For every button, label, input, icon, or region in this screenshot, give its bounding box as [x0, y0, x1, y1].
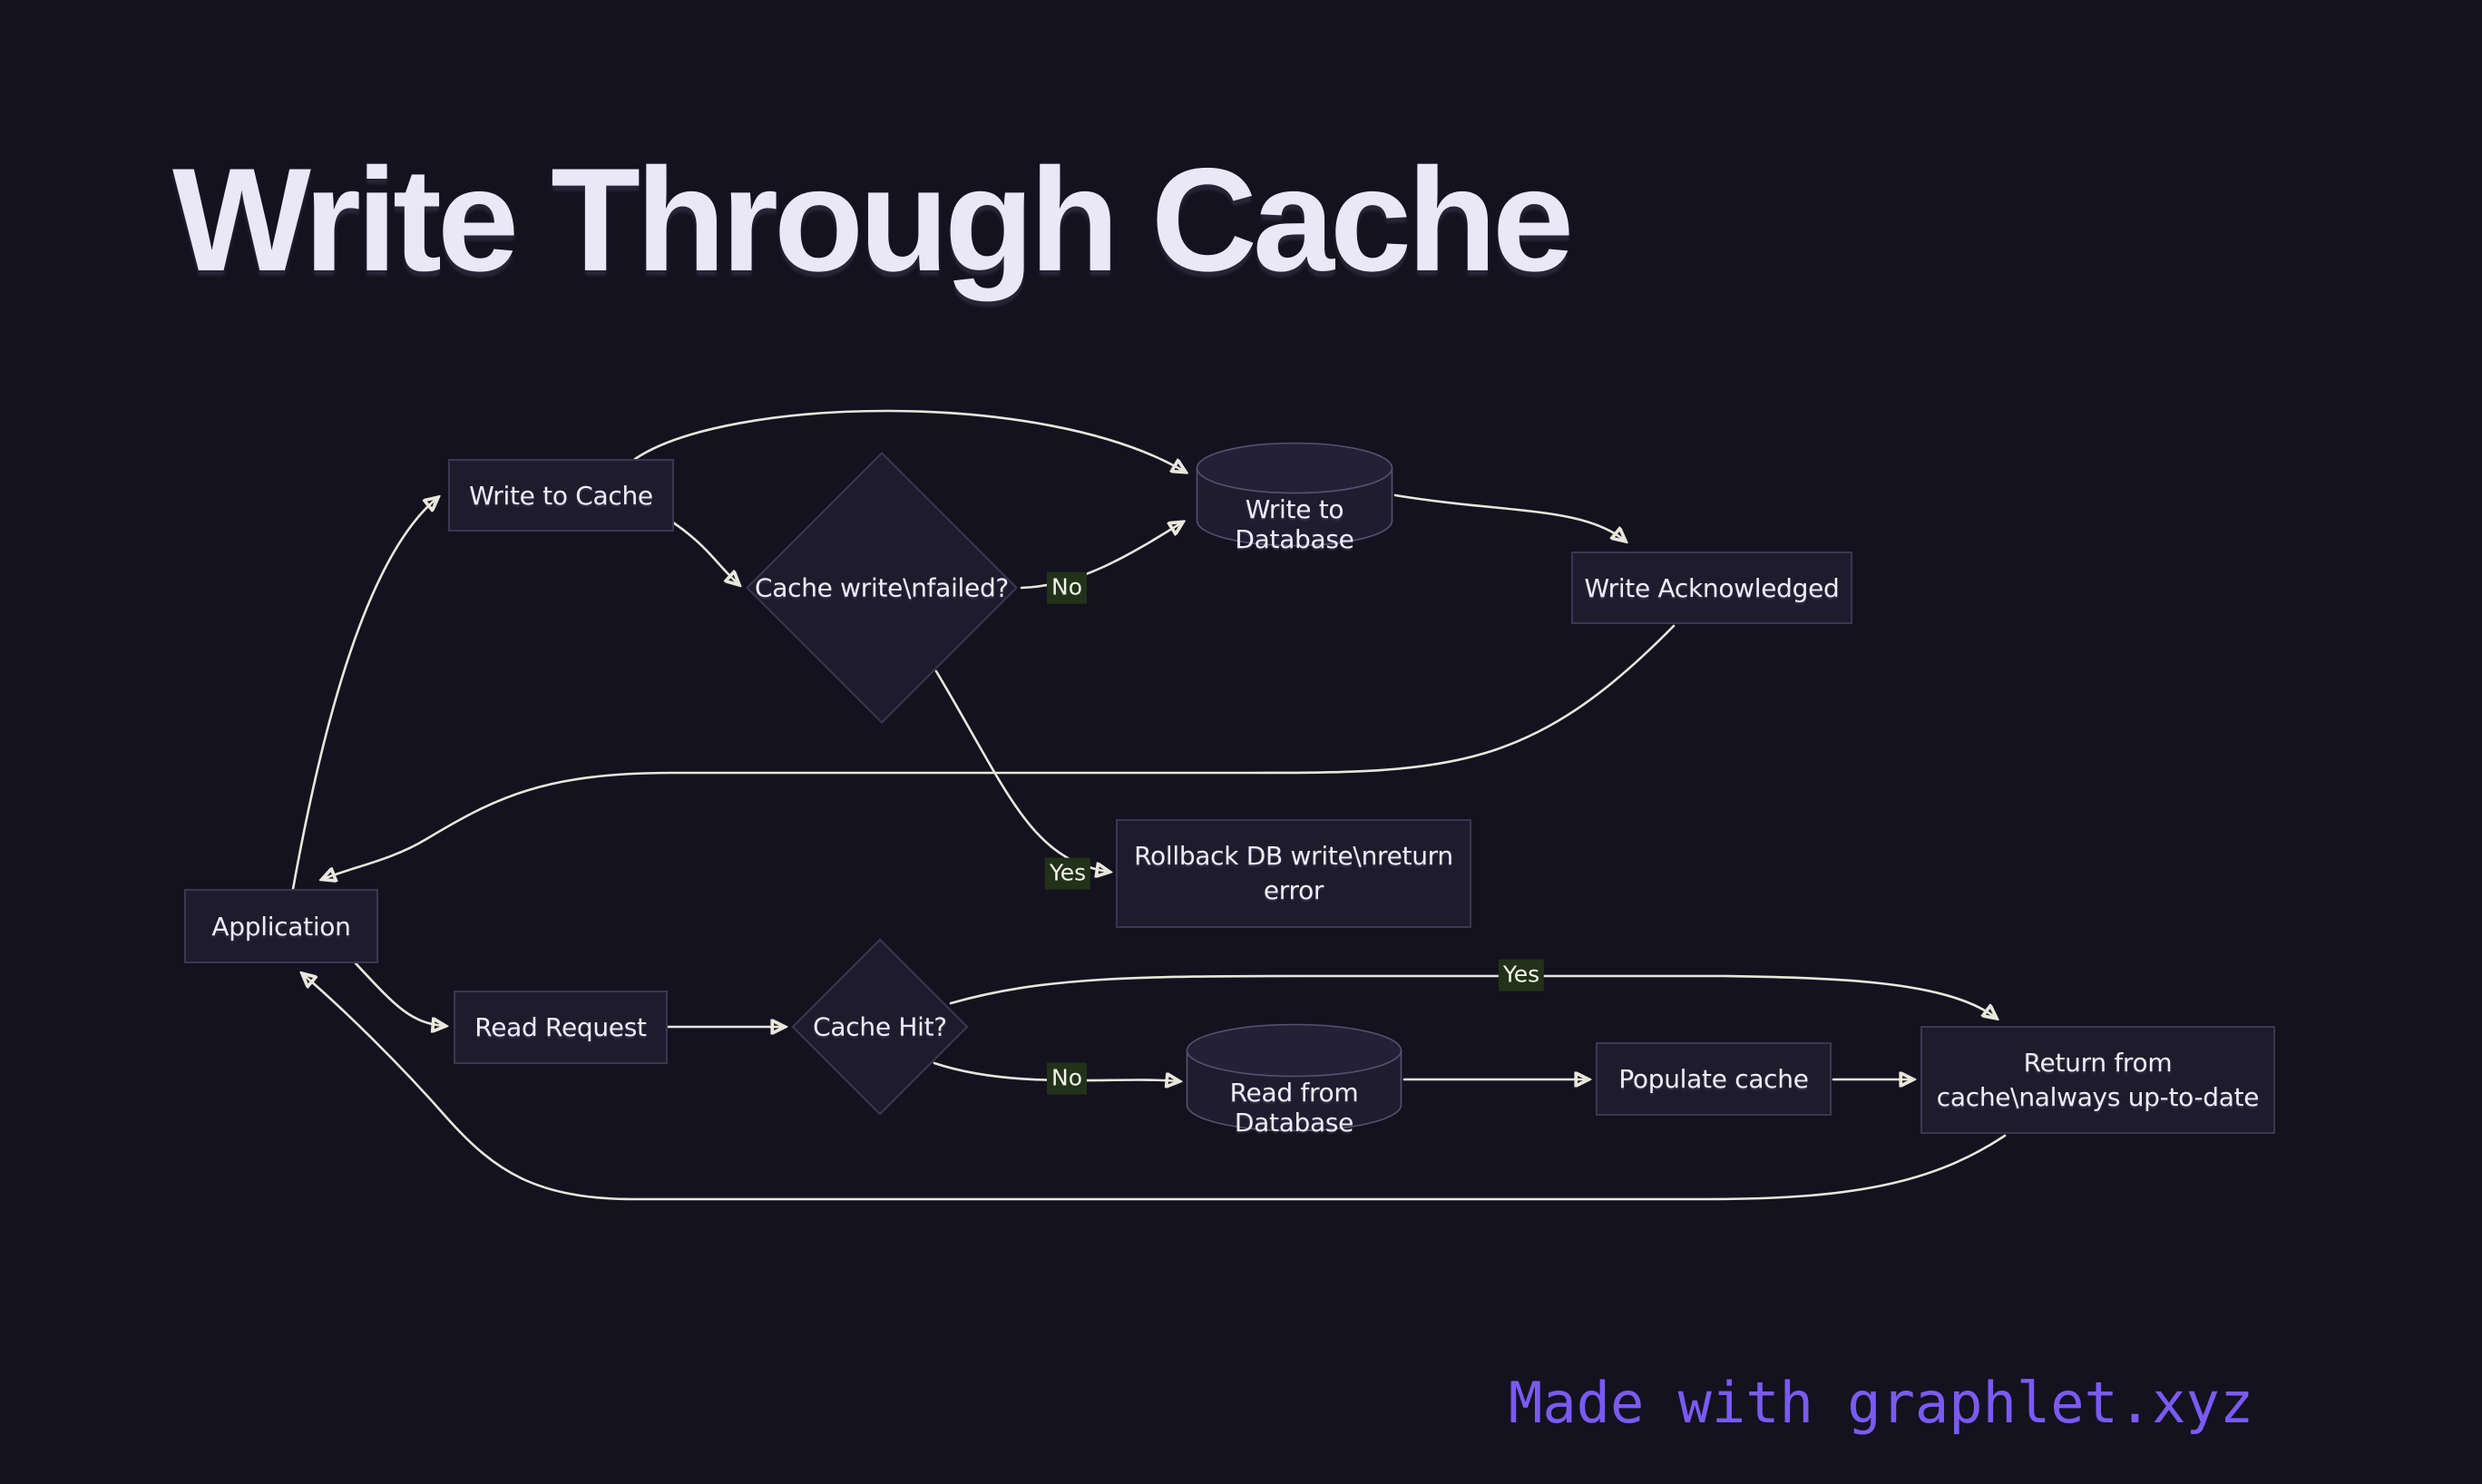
edge-acknowledged-return-to-application [323, 624, 1676, 879]
node-label: Read Request [474, 1012, 647, 1042]
node-label: Rollback DB write\nreturn error [1134, 841, 1453, 905]
node-write-acknowledged: Write Acknowledged [1571, 552, 1852, 624]
edge-label-yes-rollback: Yes [1044, 857, 1091, 890]
edge-database-to-acknowledged [1393, 493, 1625, 541]
database-cylinder-icon [1196, 442, 1393, 547]
edge-application-to-read-request [354, 962, 445, 1026]
watermark-link[interactable]: Made with graphlet.xyz [1509, 1370, 2254, 1436]
edge-application-to-write-cache [291, 498, 437, 891]
node-label: Application [211, 911, 351, 942]
node-label: Write Acknowledged [1584, 572, 1840, 603]
edge-failed-no-to-database [1020, 522, 1182, 590]
node-application: Application [184, 889, 378, 963]
edge-write-cache-to-failed-diamond [671, 521, 738, 584]
node-write-to-database-cylinder: Write to Database [1196, 442, 1393, 554]
edge-label-yes-cache-hit: Yes [1498, 959, 1545, 991]
node-label: Cache Hit? [813, 1011, 947, 1042]
node-write-to-cache: Write to Cache [448, 459, 674, 532]
node-read-request: Read Request [454, 991, 668, 1064]
database-cylinder-icon [1186, 1023, 1402, 1132]
node-rollback-db-write: Rollback DB write\nreturn error [1116, 819, 1471, 928]
edge-write-cache-to-database-arc [633, 409, 1185, 472]
page-title: Write Through Cache [172, 138, 1574, 302]
node-return-from-cache: Return from cache\nalways up-to-date [1920, 1026, 2275, 1134]
edge-label-no-cache-miss: No [1047, 1062, 1087, 1095]
node-label: Read from Database [1229, 1078, 1359, 1137]
node-label: Write to Cache [469, 480, 653, 511]
edge-label-no-write-path: No [1047, 571, 1087, 604]
node-label: Cache write\nfailed? [755, 572, 1009, 603]
node-read-from-database-cylinder: Read from Database [1186, 1023, 1402, 1137]
node-populate-cache: Populate cache [1596, 1042, 1832, 1116]
node-label: Return from cache\nalways up-to-date [1936, 1047, 2260, 1112]
node-label: Write to Database [1235, 494, 1354, 554]
edge-return-back-to-application [303, 974, 2007, 1201]
node-label: Populate cache [1618, 1064, 1809, 1094]
edge-failed-yes-to-rollback [934, 669, 1109, 872]
edge-cache-hit-yes-to-return [949, 974, 1996, 1018]
